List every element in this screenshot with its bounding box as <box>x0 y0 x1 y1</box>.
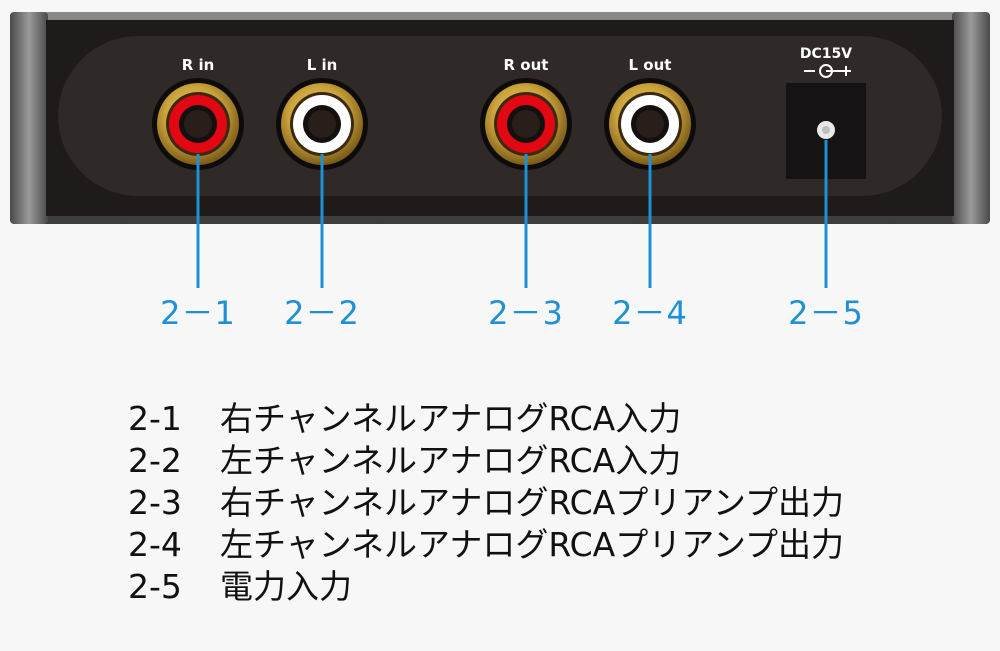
port-label: L in <box>307 56 338 74</box>
callout-label: 2－5 <box>788 294 864 332</box>
legend-row: 2-4 左チャンネルアナログRCAプリアンプ出力 <box>128 524 844 566</box>
legend-row: 2-2 左チャンネルアナログRCA入力 <box>128 440 844 482</box>
dc-label: DC15V <box>800 46 852 62</box>
legend-description: 右チャンネルアナログRCA入力 <box>220 399 682 438</box>
casing-right-end <box>952 12 990 224</box>
legend-code: 2-5 <box>128 567 182 606</box>
legend-code: 2-4 <box>128 525 182 564</box>
legend-row: 2-3 右チャンネルアナログRCAプリアンプ出力 <box>128 482 844 524</box>
casing-left-end <box>10 12 48 224</box>
legend-description: 左チャンネルアナログRCA入力 <box>220 441 682 480</box>
rca-jack-1 <box>152 78 244 170</box>
callout-label: 2－4 <box>612 294 688 332</box>
dc-polarity-icon <box>804 64 851 78</box>
legend: 2-1 右チャンネルアナログRCA入力 2-2 左チャンネルアナログRCA入力 2-3 右… <box>128 398 844 608</box>
callout-label: 2－2 <box>284 294 360 332</box>
rca-jack-3 <box>480 78 572 170</box>
port-label: R in <box>182 56 215 74</box>
rca-jack-2 <box>276 78 368 170</box>
legend-code: 2-2 <box>128 441 182 480</box>
callout-label: 2－1 <box>160 294 236 332</box>
legend-description: 左チャンネルアナログRCAプリアンプ出力 <box>220 525 844 564</box>
legend-code: 2-3 <box>128 483 182 522</box>
legend-code: 2-1 <box>128 399 182 438</box>
legend-description: 電力入力 <box>220 567 352 606</box>
port-label: L out <box>629 56 672 74</box>
legend-description: 右チャンネルアナログRCAプリアンプ出力 <box>220 483 844 522</box>
legend-row: 2-5 電力入力 <box>128 566 844 608</box>
legend-row: 2-1 右チャンネルアナログRCA入力 <box>128 398 844 440</box>
rca-jack-4 <box>604 78 696 170</box>
callout-label: 2－3 <box>488 294 564 332</box>
port-label: R out <box>504 56 549 74</box>
